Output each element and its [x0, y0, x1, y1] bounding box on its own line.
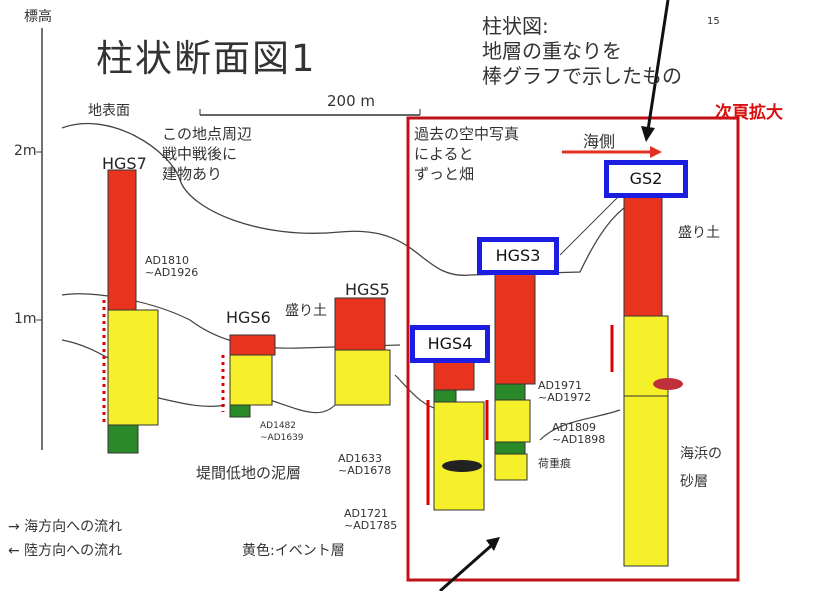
label-hgs7: HGS7: [102, 154, 147, 173]
label-hgs6: HGS6: [226, 308, 271, 327]
date-hgs6: AD1482~AD1639: [260, 421, 304, 443]
pointer-arrow-bottom: [439, 543, 493, 591]
load-cast-label: 荷重痕: [538, 457, 571, 470]
date-hgs7: AD1810~AD1926: [145, 254, 199, 279]
ground-surface-line: [61, 122, 661, 276]
beach-sand-label: 海浜の砂層: [680, 446, 722, 490]
next-page-zoom-label: 次頁拡大: [715, 103, 783, 123]
chart-note: 柱状図:地層の重なりを棒グラフで示したもの: [482, 14, 682, 88]
legend-landward: ← 陸方向への流れ: [8, 543, 123, 559]
column-hgs5: [334, 297, 391, 406]
levee-mud-label: 堤間低地の泥層: [196, 464, 302, 482]
date-hgs4b: AD1721~AD1785: [344, 507, 398, 532]
surface-label: 地表面: [88, 103, 130, 119]
zoom-frame: [406, 116, 740, 582]
column-hgs4: [426, 359, 485, 511]
label-gs2: GS2: [604, 160, 688, 198]
date-hgs4a: AD1633~AD1678: [338, 452, 392, 477]
pointer-arrow-top: [646, 0, 670, 131]
tick-1m: 1m: [14, 311, 37, 327]
label-hgs4: HGS4: [410, 325, 490, 363]
legend-seaward: → 海方向への流れ: [8, 519, 123, 535]
column-hgs6: [221, 334, 276, 418]
column-hgs7: [102, 169, 159, 454]
column-gs2: [610, 195, 683, 567]
photo-note: 過去の空中写真によるとずっと畑: [414, 125, 520, 183]
scale-label: 200 m: [327, 92, 376, 110]
date-hgs3a: AD1971~AD1972: [538, 379, 592, 404]
label-hgs5: HGS5: [345, 280, 390, 299]
legend-event: 黄色:イベント層: [242, 543, 345, 559]
tick-2m: 2m: [14, 143, 37, 159]
fill-label-hgs5: 盛り土: [285, 303, 327, 319]
page-title: 柱状断面図1: [96, 37, 317, 80]
column-hgs3: [485, 271, 536, 481]
label-hgs3: HGS3: [477, 237, 559, 275]
page-number: 15: [707, 16, 720, 27]
axis-label: 標高: [24, 9, 52, 25]
fill-label-gs2: 盛り土: [678, 225, 720, 241]
sea-side-label: 海側: [583, 132, 616, 151]
area-note: この地点周辺戦中戦後に建物あり: [162, 125, 253, 183]
date-hgs3b: AD1809~AD1898: [552, 421, 606, 446]
